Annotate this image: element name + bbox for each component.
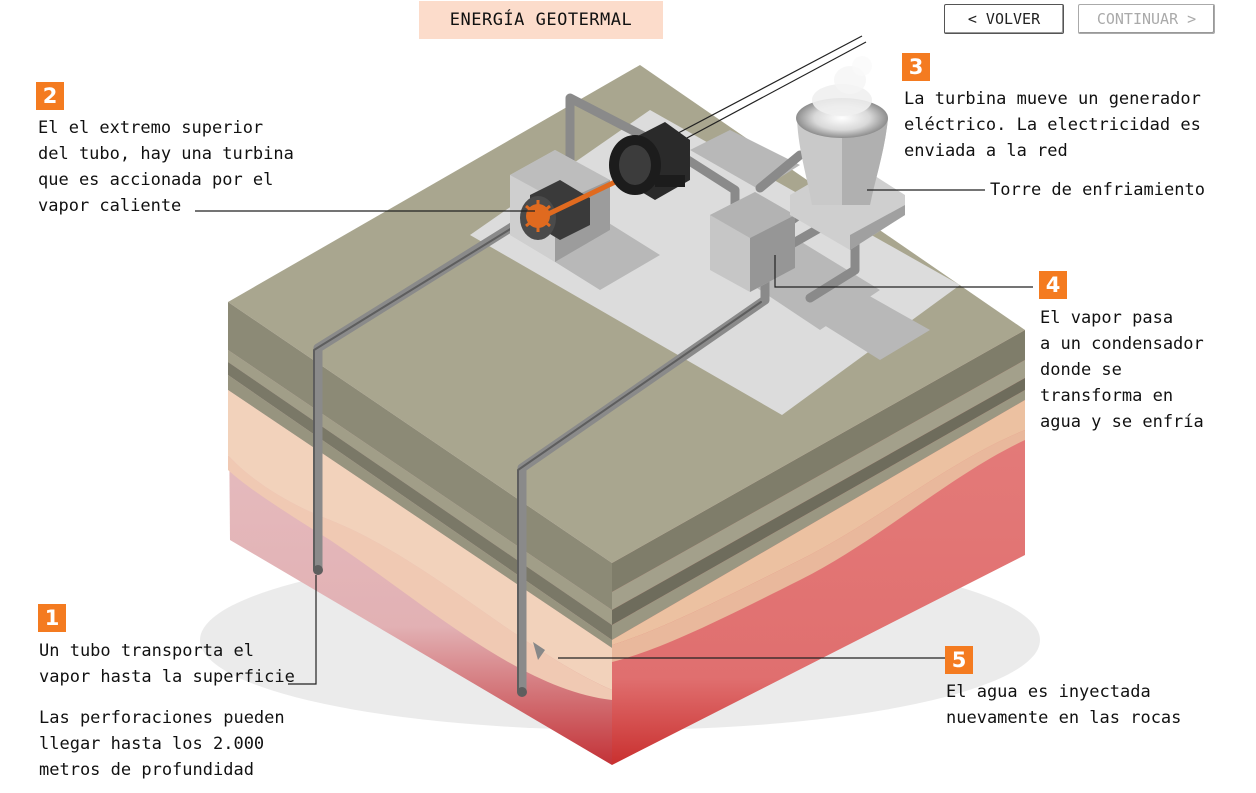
- continue-button[interactable]: CONTINUAR >: [1078, 4, 1215, 34]
- page-title: ENERGÍA GEOTERMAL: [419, 1, 663, 39]
- back-button[interactable]: < VOLVER: [944, 4, 1064, 34]
- block-right-face: [612, 330, 1025, 765]
- step-5-badge: 5: [945, 646, 973, 674]
- step-3-text: La turbina mueve un generador eléctrico.…: [904, 89, 1201, 161]
- cooling-tower: [790, 56, 905, 250]
- leader-lines: [195, 189, 1033, 685]
- step-3-badge: 3: [902, 53, 930, 81]
- cooling-tower-label: Torre de enfriamiento: [990, 180, 1205, 200]
- step-5-text: El agua es inyectada nuevamente en las r…: [946, 682, 1182, 728]
- condenser: [710, 192, 795, 292]
- generator: [609, 122, 690, 200]
- step-1-text: Un tubo transporta el vapor hasta la sup…: [39, 641, 295, 687]
- step-2-text: El el extremo superior del tubo, hay una…: [38, 118, 294, 216]
- power-lines: [664, 35, 867, 147]
- block-front-face: [228, 302, 612, 765]
- step-2-badge: 2: [36, 82, 64, 110]
- step-4-text: El vapor pasa a un condensador donde se …: [1040, 308, 1204, 432]
- injection-arrow: [533, 642, 545, 660]
- step-1-note: Las perforaciones pueden llegar hasta lo…: [39, 708, 285, 780]
- step-4-badge: 4: [1039, 271, 1067, 299]
- step-1-badge: 1: [38, 604, 66, 632]
